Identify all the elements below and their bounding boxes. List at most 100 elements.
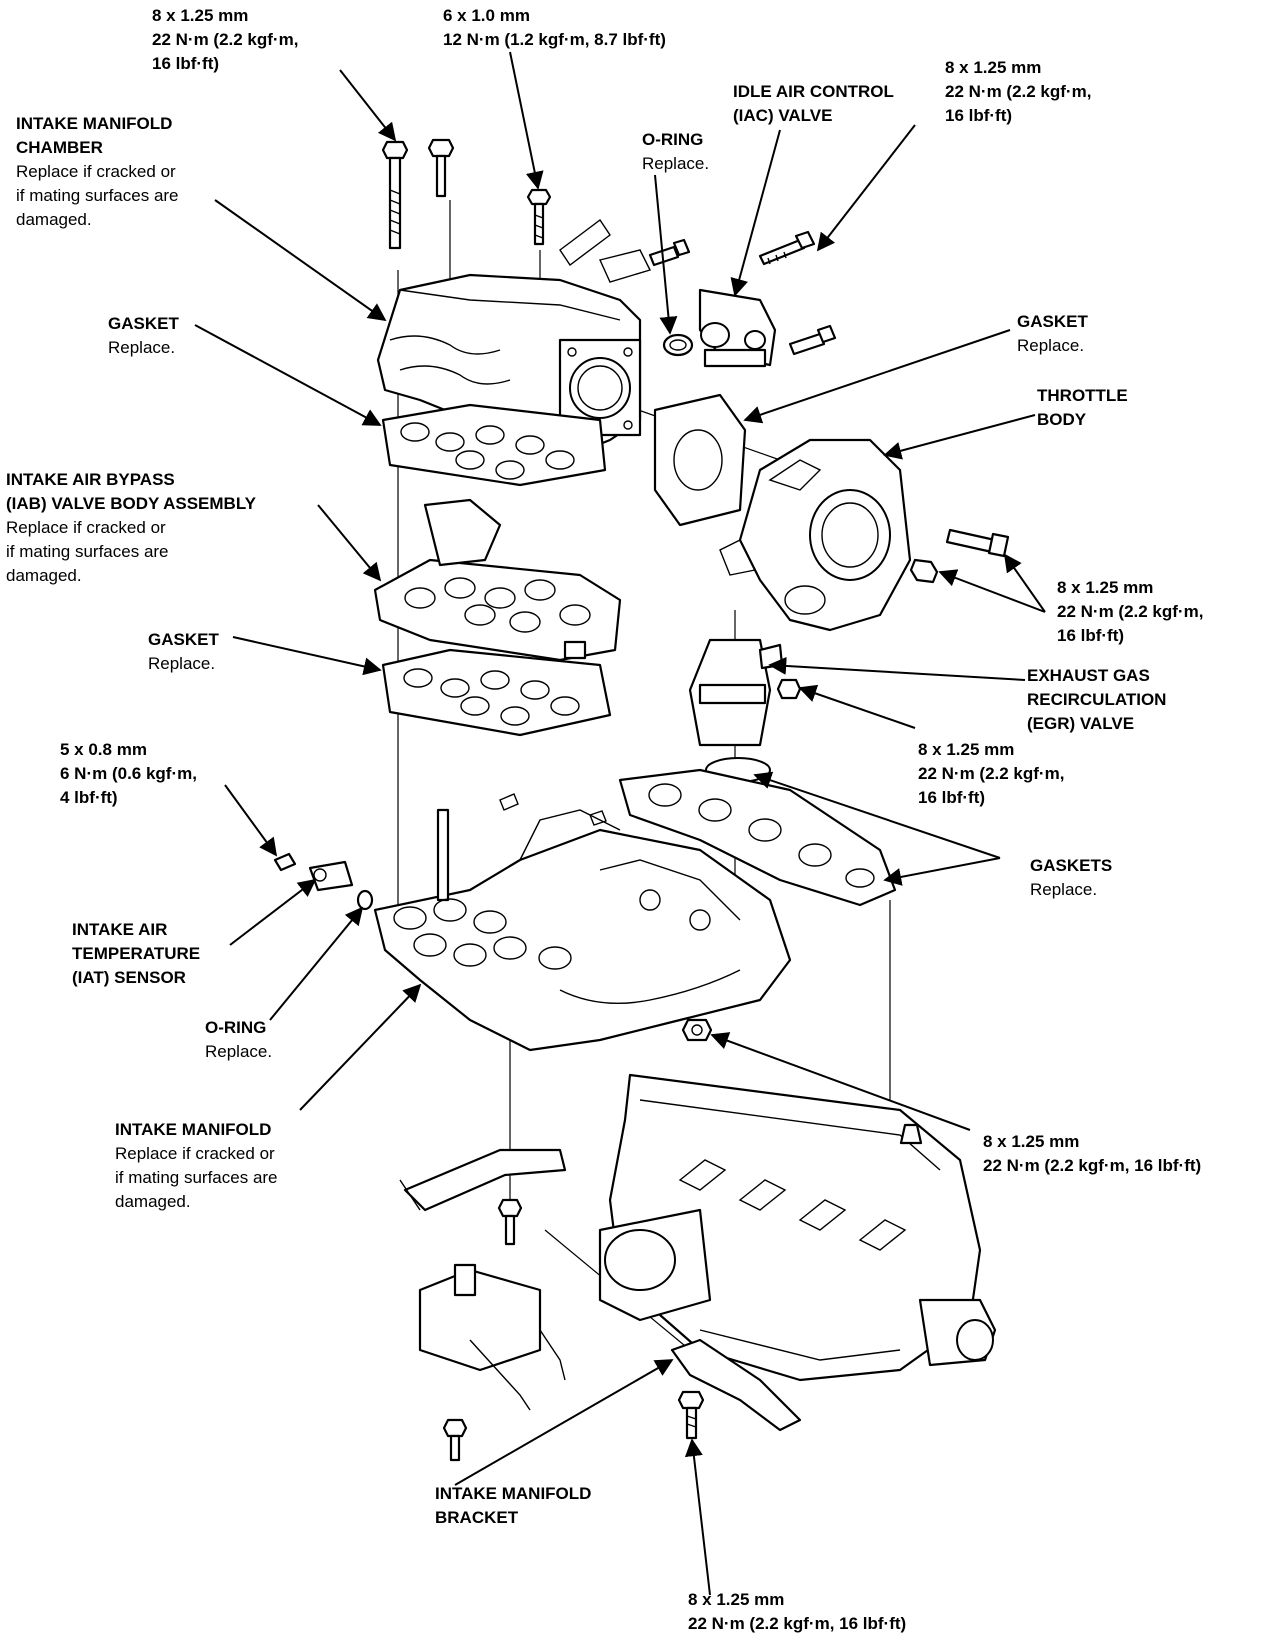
label-bolt-egr: 8 x 1.25 mm 22 N·m (2.2 kgf·m, 16 lbf·ft… [918,738,1064,810]
bolt-iac-top [648,238,691,267]
label-o-ring-bottom: O-RING Replace. [205,1016,272,1064]
part-name: IDLE AIR CONTROL [733,82,894,101]
bolt-spec: 8 x 1.25 mm [688,1590,785,1609]
part-note: if mating surfaces are [16,186,179,205]
part-note: damaged. [6,566,82,585]
o-ring-bottom [356,889,374,911]
label-bolt-iat: 5 x 0.8 mm 6 N·m (0.6 kgf·m, 4 lbf·ft) [60,738,197,810]
part-note: Replace. [1017,336,1085,355]
part-name: (IAB) VALVE BODY ASSEMBLY [6,494,256,513]
part-name: GASKET [1017,312,1088,331]
bolt-top-right [758,230,816,266]
gaskets-right [618,768,897,907]
egr-valve [688,638,784,783]
throttle-body-bolt [945,528,1010,558]
part-note: Replace. [148,654,216,673]
part-name: (IAT) SENSOR [72,968,186,987]
part-note: damaged. [16,210,92,229]
bolt-bracket [677,1390,705,1440]
part-name: TEMPERATURE [72,944,201,963]
bolt-torque: 22 N·m (2.2 kgf·m, [1057,602,1204,621]
label-gasket-upper-left: GASKET Replace. [108,312,179,360]
bracket-bolt-upper [497,1198,523,1246]
bolt-torque: 22 N·m (2.2 kgf·m, 16 lbf·ft) [688,1614,907,1633]
label-iab-valve: INTAKE AIR BYPASS (IAB) VALVE BODY ASSEM… [6,468,256,588]
water-passage-bracket [418,1263,566,1411]
label-bolt-top-left: 8 x 1.25 mm 22 N·m (2.2 kgf·m, 16 lbf·ft… [152,4,298,76]
part-note: if mating surfaces are [115,1168,278,1187]
bolt-torque: 16 lbf·ft) [918,788,986,807]
part-name: CHAMBER [16,138,103,157]
part-name: (EGR) VALVE [1027,714,1135,733]
bolt-torque: 22 N·m (2.2 kgf·m, [945,82,1092,101]
manifold-nut [681,1018,713,1042]
label-bolt-throttle: 8 x 1.25 mm 22 N·m (2.2 kgf·m, 16 lbf·ft… [1057,576,1203,648]
bolt-torque: 22 N·m (2.2 kgf·m, 16 lbf·ft) [983,1156,1202,1175]
bolt-torque: 6 N·m (0.6 kgf·m, [60,764,197,783]
part-name: O-RING [205,1018,267,1037]
label-bolt-top-center: 6 x 1.0 mm 12 N·m (1.2 kgf·m, 8.7 lbf·ft… [443,4,666,52]
gasket-middle-left [381,648,612,737]
intake-manifold-bracket [670,1338,802,1432]
label-throttle-body: THROTTLE BODY [1037,384,1128,432]
bolt-spec: 8 x 1.25 mm [1057,578,1154,597]
label-intake-manifold-bracket: INTAKE MANIFOLD BRACKET [435,1482,591,1530]
label-intake-manifold-chamber: INTAKE MANIFOLD CHAMBER Replace if crack… [16,112,179,232]
gasket-upper-left [381,403,607,487]
part-name: INTAKE MANIFOLD [16,114,173,133]
part-name: THROTTLE [1037,386,1128,405]
iat-sensor [273,852,354,892]
part-note: Replace. [108,338,176,357]
part-name: EXHAUST GAS [1027,666,1150,685]
bolt-torque: 22 N·m (2.2 kgf·m, [918,764,1065,783]
part-note: Replace if cracked or [115,1144,275,1163]
bolt-torque: 4 lbf·ft) [60,788,118,807]
part-name: GASKET [108,314,179,333]
part-note: Replace if cracked or [16,162,176,181]
label-nut-manifold: 8 x 1.25 mm 22 N·m (2.2 kgf·m, 16 lbf·ft… [983,1130,1201,1178]
bolt-spec: 5 x 0.8 mm [60,740,147,759]
label-iac-valve: IDLE AIR CONTROL (IAC) VALVE [733,80,894,128]
label-gaskets-right: GASKETS Replace. [1030,854,1112,902]
label-gasket-middle-left: GASKET Replace. [148,628,219,676]
part-name: O-RING [642,130,704,149]
part-name: INTAKE AIR BYPASS [6,470,175,489]
o-ring-top [662,333,694,357]
bolt-torque: 22 N·m (2.2 kgf·m, [152,30,299,49]
bolt-spec: 8 x 1.25 mm [983,1132,1080,1151]
part-name: INTAKE MANIFOLD [115,1120,272,1139]
label-o-ring-top: O-RING Replace. [642,128,709,176]
intake-manifold [373,793,792,1052]
part-name: GASKETS [1030,856,1113,875]
throttle-body-nut [909,558,939,584]
part-note: damaged. [115,1192,191,1211]
part-name: INTAKE MANIFOLD [435,1484,592,1503]
leader-lines [194,51,1046,1596]
part-name: BRACKET [435,1508,519,1527]
bolt-torque: 12 N·m (1.2 kgf·m, 8.7 lbf·ft) [443,30,666,49]
gasket-throttle [653,393,747,527]
part-name: INTAKE AIR [72,920,168,939]
engine-cylinder-head [598,1073,997,1382]
bolt-top-left-2 [427,138,455,198]
label-bolt-bracket: 8 x 1.25 mm 22 N·m (2.2 kgf·m, 16 lbf·ft… [688,1588,906,1636]
label-gasket-throttle: GASKET Replace. [1017,310,1088,358]
bolt-spec: 8 x 1.25 mm [945,58,1042,77]
label-egr-valve: EXHAUST GAS RECIRCULATION (EGR) VALVE [1027,664,1166,736]
bolt-top-center [526,188,552,246]
part-name: GASKET [148,630,219,649]
label-bolt-top-right: 8 x 1.25 mm 22 N·m (2.2 kgf·m, 16 lbf·ft… [945,56,1091,128]
part-note: Replace. [205,1042,273,1061]
part-name: RECIRCULATION [1027,690,1167,709]
iac-valve [698,288,777,368]
part-note: Replace if cracked or [6,518,166,537]
part-note: Replace. [1030,880,1098,899]
egr-nut [776,678,802,700]
bolt-small-right [788,324,837,356]
bolt-spec: 6 x 1.0 mm [443,6,530,25]
part-name: BODY [1037,410,1087,429]
bolt-top-left [381,140,409,250]
bolt-spec: 8 x 1.25 mm [918,740,1015,759]
bolt-torque: 16 lbf·ft) [152,54,220,73]
